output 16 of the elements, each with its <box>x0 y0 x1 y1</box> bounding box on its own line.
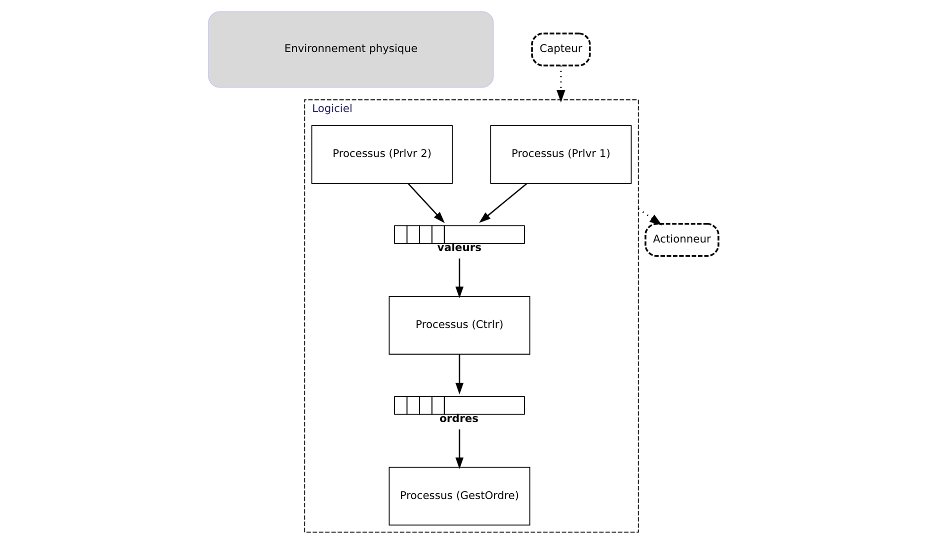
node-box: Processus (Prlvr 2) <box>311 125 453 184</box>
arrow <box>408 183 445 224</box>
node-box: Environnement physique <box>208 11 494 88</box>
node-box: Capteur <box>531 32 591 66</box>
arrow <box>638 208 662 226</box>
arrow <box>455 258 464 298</box>
node-box: Processus (Ctrlr) <box>388 296 530 355</box>
node-box: Actionneur <box>644 223 720 257</box>
arrow <box>455 429 464 470</box>
arrow <box>455 354 464 394</box>
arrow <box>479 182 528 223</box>
node-label: valeurs <box>437 241 482 254</box>
node-box: Processus (Prlvr 1) <box>490 125 632 184</box>
node-label: ordres <box>439 412 479 425</box>
arrow <box>556 66 566 102</box>
node-box: Processus (GestOrdre) <box>388 466 530 526</box>
